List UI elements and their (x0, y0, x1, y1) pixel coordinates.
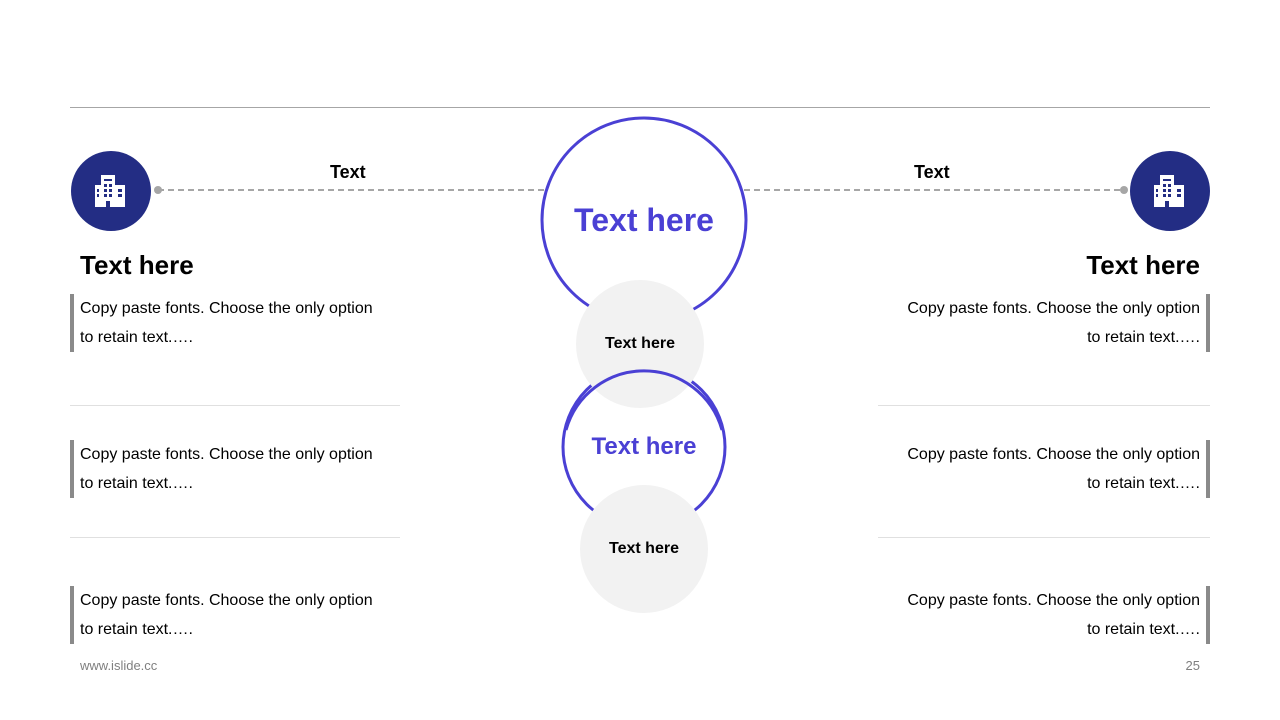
left-section-title: Text here (80, 250, 194, 280)
bottom-grey-circle: Text here (580, 485, 708, 613)
left-paragraph-3: Copy paste fonts. Choose the only option… (70, 586, 390, 644)
footer-website: www.islide.cc (80, 658, 158, 673)
right-paragraph-2: Copy paste fonts. Choose the only option… (890, 440, 1210, 498)
left-building-icon-badge (71, 151, 151, 231)
right-building-icon-badge (1130, 151, 1210, 231)
right-divider-1 (878, 405, 1210, 406)
bottom-ring-label: Text here (591, 433, 697, 460)
bottom-grey-circle-label: Text here (609, 540, 679, 557)
left-connector-label: Text (330, 162, 366, 182)
top-divider (70, 107, 1210, 108)
top-ring-label: Text here (574, 202, 714, 238)
right-divider-2 (878, 537, 1210, 538)
right-connector-label: Text (914, 162, 950, 182)
right-paragraph-3: Copy paste fonts. Choose the only option… (890, 586, 1210, 644)
top-grey-circle-label: Text here (605, 335, 675, 352)
left-paragraph-1: Copy paste fonts. Choose the only option… (70, 294, 390, 352)
right-connector-dot (1120, 186, 1128, 194)
building-icon (95, 175, 125, 207)
left-divider-1 (70, 405, 400, 406)
left-divider-2 (70, 537, 400, 538)
right-section-title: Text here (1086, 250, 1200, 280)
building-icon (1154, 175, 1184, 207)
left-connector-dot (154, 186, 162, 194)
footer-page-number: 25 (1185, 658, 1200, 673)
left-paragraph-2: Copy paste fonts. Choose the only option… (70, 440, 390, 498)
right-paragraph-1: Copy paste fonts. Choose the only option… (890, 294, 1210, 352)
